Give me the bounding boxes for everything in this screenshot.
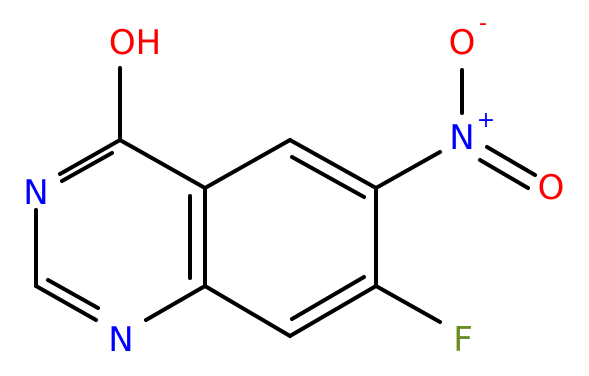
bond-c4a-c4 <box>118 138 207 190</box>
bond-nitro-n-o-right-inner <box>478 158 530 190</box>
atom-nitro-o-top: O <box>449 23 476 63</box>
atom-n1: N <box>108 320 133 360</box>
bonds <box>34 66 537 338</box>
bond-nitro-n-o-right <box>485 145 537 177</box>
bond-c2-n1-inner <box>46 278 100 310</box>
bond-c5-c6 <box>288 138 378 190</box>
nitro-o-top-charge: - <box>479 11 487 36</box>
bond-c7-f <box>374 284 442 324</box>
bond-c4a-c5 <box>203 138 292 190</box>
atom-fluorine: F <box>453 320 473 360</box>
nitro-n-charge: + <box>477 108 495 133</box>
bond-c2-n1 <box>34 284 98 322</box>
atom-labels: OH N N N + O - O F <box>23 11 564 360</box>
bond-c7-c8-inner <box>290 275 366 321</box>
bond-c5-c6-inner <box>290 155 366 199</box>
bond-c4-n3-inner <box>60 151 114 183</box>
bond-c7-c8 <box>288 284 378 338</box>
atom-nitro-n: N <box>449 118 474 158</box>
bond-c8-c8a <box>203 284 292 338</box>
bond-c6-nitro-n <box>374 150 442 190</box>
bond-n1-c8a <box>144 284 207 322</box>
bond-c4-n3 <box>58 138 122 176</box>
atom-hydroxyl: OH <box>109 23 161 63</box>
atom-n3: N <box>23 173 48 213</box>
atom-nitro-o-right: O <box>538 168 565 208</box>
